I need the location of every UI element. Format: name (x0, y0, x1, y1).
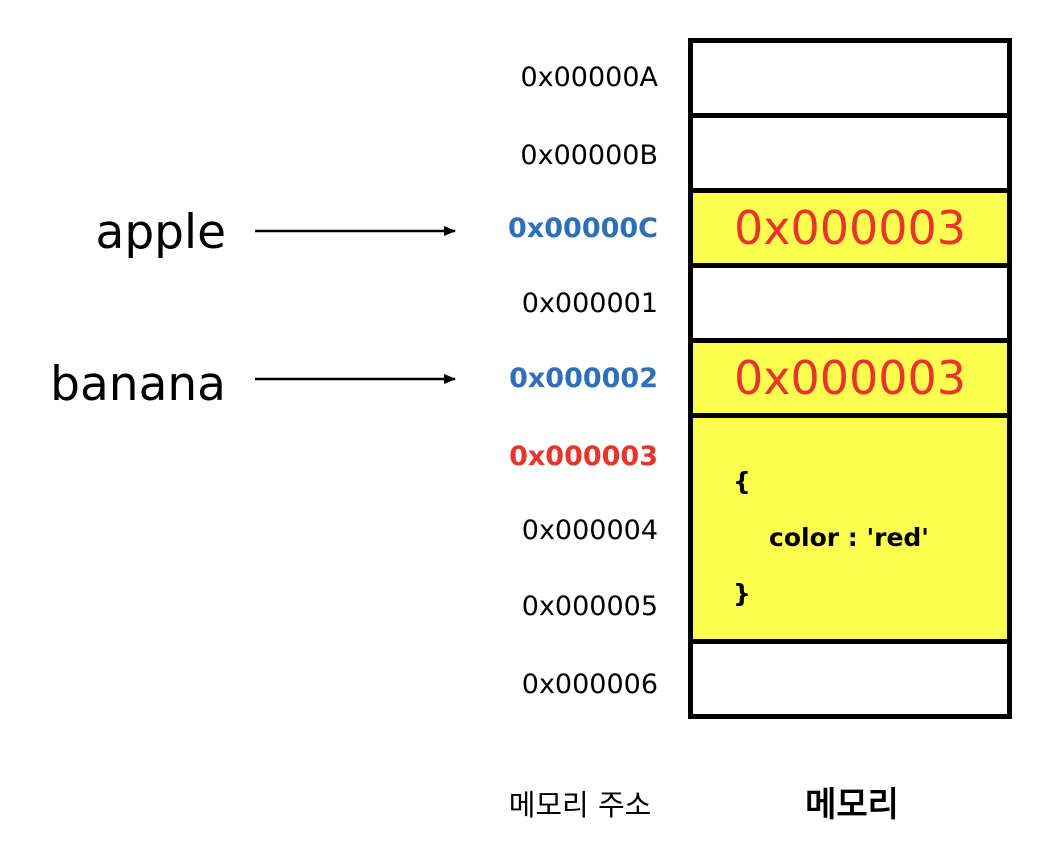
stored-value: 0x000003 (733, 201, 967, 255)
stored-value: 0x000003 (733, 351, 967, 405)
memory-caption: 메모리 (805, 785, 899, 825)
memory-cell (688, 639, 1012, 719)
memory-cell (688, 113, 1012, 193)
address-label-object: 0x000003 (509, 441, 658, 472)
memory-cell-apple: 0x000003 (688, 188, 1012, 268)
address-label: 0x000006 (521, 669, 658, 700)
memory-cell (688, 263, 1012, 343)
address-label: 0x000005 (521, 591, 658, 622)
memory-address-caption: 메모리 주소 (508, 788, 652, 822)
memory-column: 0x000003 0x000003 { color : 'red' } (688, 38, 1012, 719)
address-label-banana-target: 0x000002 (509, 363, 658, 394)
memory-cell-object: { color : 'red' } (688, 413, 1012, 644)
address-label: 0x000004 (521, 515, 658, 546)
object-property: color : 'red' (769, 523, 929, 552)
object-open-brace: { (733, 467, 751, 496)
address-label: 0x00000B (520, 140, 658, 171)
variable-apple: apple (95, 205, 226, 260)
object-close-brace: } (733, 579, 751, 608)
address-label: 0x00000A (520, 62, 658, 93)
memory-cell (688, 38, 1012, 118)
variable-banana: banana (50, 357, 226, 412)
memory-cell-banana: 0x000003 (688, 338, 1012, 418)
address-label-apple-target: 0x00000C (508, 213, 658, 244)
object-literal: { color : 'red' } (733, 454, 929, 622)
address-label: 0x000001 (521, 288, 658, 319)
